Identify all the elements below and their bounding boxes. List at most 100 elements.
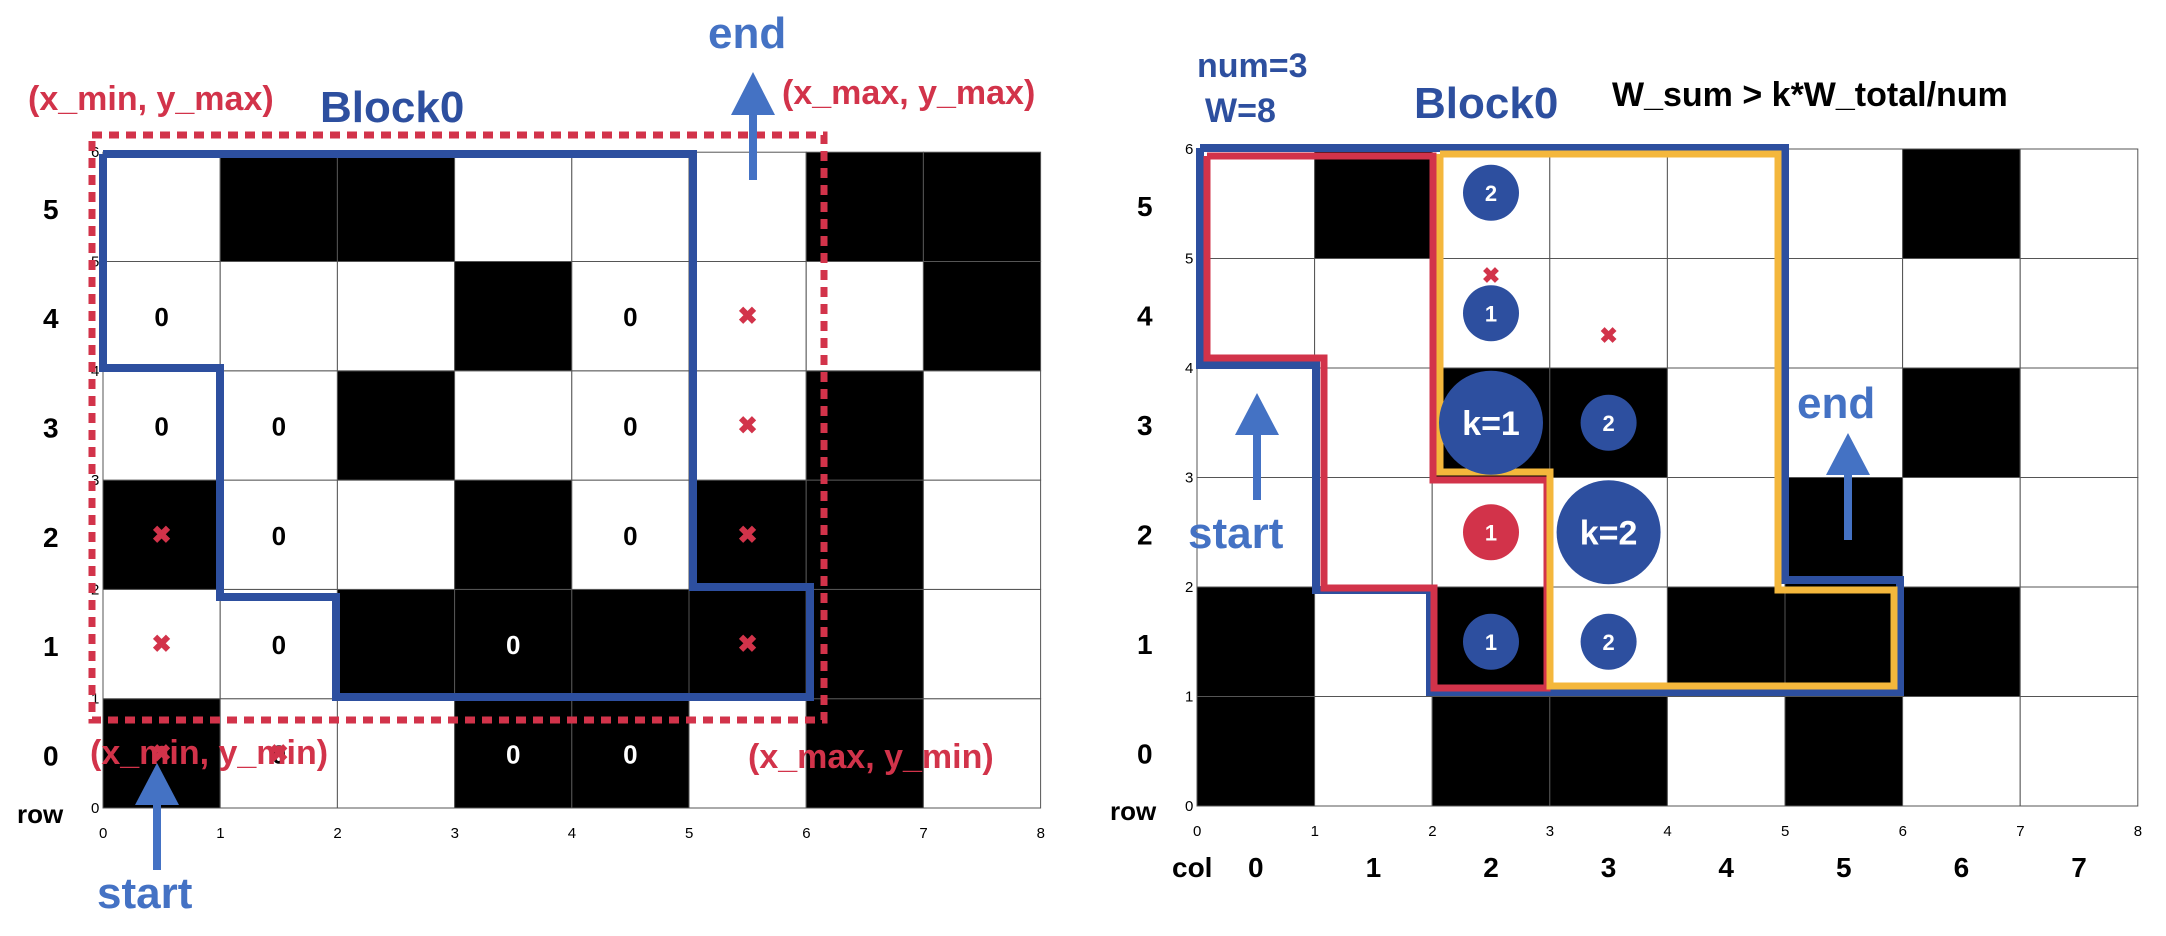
right-grid-cell	[1784, 148, 1904, 259]
right-grid-cell	[1549, 696, 1668, 807]
left-cross-marker: ✖	[738, 303, 758, 330]
left-zero-value: 0	[272, 302, 286, 332]
right-grid-cell	[1196, 586, 1316, 697]
left-zero-value: 0	[506, 521, 520, 551]
right-grid-cell	[1196, 148, 1316, 259]
right-grid-cell	[1314, 586, 1433, 697]
left-x-tick-label: 7	[919, 825, 927, 842]
right-end-label: end	[1797, 379, 1875, 428]
left-grid-cell	[454, 151, 573, 262]
left-corner-bottom-right: (x_max, y_min)	[748, 738, 994, 776]
left-y-tick-label: 6	[91, 144, 99, 161]
right-grid-cell	[1314, 367, 1433, 478]
left-block0-title: Block0	[320, 83, 464, 132]
left-zero-value: 0	[272, 630, 286, 660]
right-grid-cell	[1666, 148, 1786, 259]
right-x-tick-label: 5	[1781, 823, 1789, 840]
right-start-arrow	[1235, 393, 1279, 500]
right-w-label: W=8	[1205, 92, 1276, 130]
right-grid-cell	[2019, 367, 2139, 478]
left-grid-cell	[102, 588, 221, 700]
left-zero-value: 0	[506, 302, 520, 332]
right-block0-title: Block0	[1414, 79, 1558, 128]
right-weight-circle	[1463, 613, 1519, 670]
left-y-tick-label: 0	[91, 800, 99, 817]
right-row-label: 2	[1137, 519, 1153, 550]
left-cross-marker: ✖	[738, 522, 758, 549]
right-x-tick-label: 3	[1546, 823, 1554, 840]
left-grid-cell	[571, 588, 690, 700]
left-grid-cell	[922, 479, 1042, 590]
right-grid-cell	[2019, 258, 2139, 369]
right-weight-label: k=2	[1580, 514, 1638, 552]
left-grid-cell	[688, 479, 807, 590]
right-grid-cell	[1314, 696, 1433, 807]
left-grid-cell	[102, 151, 221, 262]
right-x-tick-label: 2	[1428, 823, 1436, 840]
left-cross-marker: ✖	[152, 740, 172, 767]
left-zero-value: 0	[272, 739, 286, 769]
right-y-tick-label: 4	[1185, 360, 1193, 377]
left-zero-value: 0	[623, 739, 637, 769]
left-y-tick-label: 1	[91, 691, 99, 708]
right-grid-cell	[1196, 696, 1316, 807]
right-y-tick-label: 3	[1185, 470, 1193, 487]
right-weight-label: 2	[1485, 181, 1497, 206]
left-zero-value: 0	[623, 302, 637, 332]
left-block0-outline	[99, 150, 814, 701]
right-row-axis-label: row	[1110, 796, 1157, 826]
left-row-label: 2	[43, 522, 59, 553]
right-grid-cell	[1902, 367, 2021, 478]
right-weight-label: k=1	[1462, 405, 1520, 443]
left-grid-cell	[336, 479, 456, 590]
left-corner-top-left: (x_min, y_max)	[28, 80, 274, 118]
right-weight-circle	[1463, 504, 1519, 561]
right-weight-label: 1	[1485, 630, 1497, 655]
left-grid-cell	[454, 588, 573, 700]
right-weight-circle	[1463, 164, 1519, 221]
left-end-label: end	[708, 9, 786, 58]
right-y-tick-label: 5	[1185, 251, 1193, 268]
left-x-tick-label: 3	[451, 825, 459, 842]
right-col-label: 4	[1718, 852, 1734, 883]
right-grid-cell	[1902, 258, 2021, 369]
right-grid-cell	[1196, 258, 1316, 369]
right-y-tick-label: 6	[1185, 141, 1193, 158]
right-row-label: 3	[1137, 410, 1153, 441]
right-grid-cell	[1549, 258, 1668, 369]
left-grid-cell	[454, 479, 573, 590]
left-zero-value: 0	[506, 630, 520, 660]
right-num-label: num=3	[1197, 47, 1308, 85]
left-grid-cell	[688, 370, 807, 481]
left-zero-value: 0	[272, 521, 286, 551]
left-zero-value: 0	[154, 302, 168, 332]
right-weight-circle	[1580, 394, 1637, 451]
right-x-tick-label: 1	[1311, 823, 1319, 840]
right-x-tick-label: 4	[1663, 823, 1671, 840]
right-weight-circle	[1439, 370, 1543, 475]
right-x-tick-label: 7	[2016, 823, 2024, 840]
left-zero-value: 0	[506, 739, 520, 769]
right-weight-circle	[1556, 480, 1661, 585]
right-grid-cell	[1549, 148, 1668, 259]
left-zero-value: 0	[506, 411, 520, 441]
right-col-label: 5	[1836, 852, 1852, 883]
left-row-label: 0	[43, 740, 59, 771]
left-zero-value: 0	[154, 411, 168, 441]
right-grid-cell	[1666, 258, 1786, 369]
left-zero-value: 0	[623, 411, 637, 441]
right-grid-cell	[1784, 258, 1904, 369]
left-zero-value: 0	[389, 630, 403, 660]
right-x-tick-label: 8	[2134, 823, 2142, 840]
left-grid-cell	[571, 151, 690, 262]
right-grid-cell	[2019, 477, 2139, 588]
left-zero-value: 0	[389, 521, 403, 551]
right-grid-cell	[1314, 258, 1433, 369]
right-grid-cell	[1902, 477, 2021, 588]
left-grid-cell	[219, 588, 338, 700]
left-x-tick-label: 2	[333, 825, 341, 842]
